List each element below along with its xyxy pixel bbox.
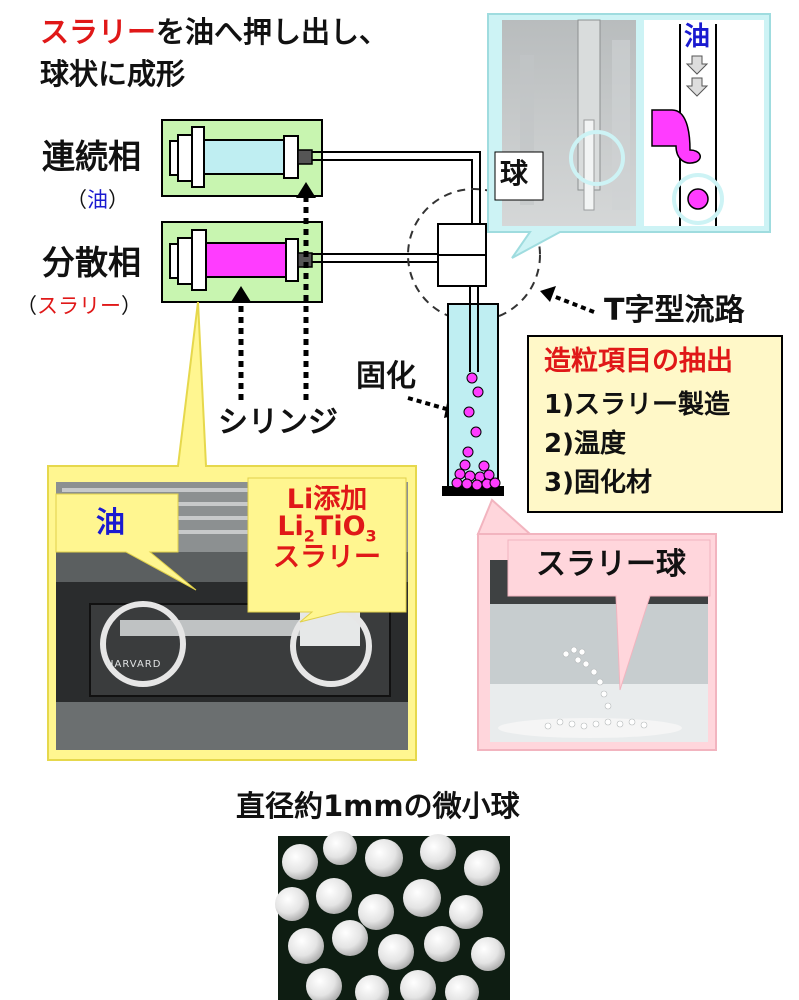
photo-right-callout	[476, 498, 717, 751]
pump-brand-text: HARVARD	[106, 659, 162, 670]
arrow-head-icon	[540, 286, 556, 302]
microsphere-photo	[275, 831, 510, 1000]
sphere-label: 球	[500, 157, 529, 190]
collection-tube	[442, 300, 504, 496]
extraction-item-2: 2)温度	[544, 429, 626, 459]
dispersed-phase-label: 分散相	[42, 243, 141, 282]
syringe-continuous	[161, 119, 323, 197]
arrow-head-icon	[296, 182, 316, 198]
continuous-phase-sub: （油）	[66, 188, 129, 212]
inset-oil-label: 油	[684, 22, 711, 52]
extraction-box	[527, 335, 783, 513]
photo-oil-label: 油	[96, 505, 126, 539]
microsphere-caption: 直径約1mmの微小球	[236, 789, 520, 823]
syringe-arrows	[238, 196, 309, 400]
dispersed-phase-sub: （スラリー）	[16, 294, 142, 318]
intro-slurry-word: スラリー	[40, 15, 157, 49]
intro-line1-text: を油へ押し出し、	[156, 15, 389, 49]
photo-left-callout	[47, 301, 417, 761]
slurry-droplets	[451, 372, 501, 491]
inset-callout	[487, 13, 771, 259]
intro-line2: 球状に成形	[40, 57, 186, 91]
continuous-phase-label: 連続相	[42, 137, 141, 176]
extraction-item-1: 1)スラリー製造	[544, 390, 730, 420]
intro-line1: スラリーを油へ押し出し、	[40, 18, 388, 47]
extraction-title: 造粒項目の抽出	[544, 346, 733, 377]
t-junction-label: T字型流路	[604, 293, 745, 328]
syringe-label: シリンジ	[218, 405, 338, 440]
extraction-item-3: 3)固化材	[544, 468, 652, 498]
photo-slurry-sphere-label: スラリー球	[536, 547, 686, 582]
feed-tubes	[312, 151, 481, 263]
arrow-head-icon	[231, 286, 251, 302]
solidify-label: 固化	[356, 359, 416, 394]
photo-slurry-label: Li添加 Li2TiO3 スラリー	[273, 484, 381, 574]
